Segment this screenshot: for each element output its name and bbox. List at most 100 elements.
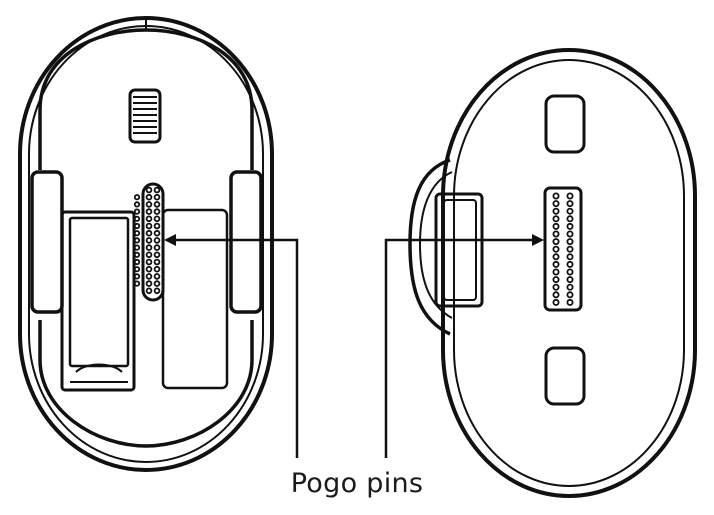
pogo-pin: [566, 283, 574, 291]
right-device: [408, 48, 697, 498]
callout-arrow-right: [532, 234, 544, 246]
pogo-pin: [153, 265, 161, 273]
pogo-pin: [566, 276, 574, 284]
pogo-pin: [552, 283, 560, 291]
pogo-pin: [133, 251, 141, 258]
pogo-pin: [153, 287, 161, 295]
callout-line-right: [384, 238, 540, 458]
pogo-pin: [145, 258, 153, 266]
pogo-pin: [153, 273, 161, 280]
pogo-pin: [145, 273, 153, 280]
dock-connector: [434, 192, 484, 308]
scroll-wheel-ridges: [133, 96, 157, 134]
pogo-pin: [153, 215, 161, 223]
pogo-pin: [153, 280, 161, 287]
pogo-pin: [145, 222, 153, 230]
pogo-pin: [145, 251, 153, 259]
pogo-pin: [153, 237, 161, 244]
pogo-pin: [145, 229, 153, 237]
pogo-pin: [566, 268, 574, 276]
pogo-pin: [566, 222, 574, 230]
callout-lines: [164, 234, 544, 458]
pogo-pin: [566, 260, 574, 268]
pogo-pin: [133, 201, 141, 208]
pogo-pin: [133, 258, 141, 266]
dock-foot-top: [544, 94, 586, 154]
right-pogo-pins: [552, 192, 574, 306]
left-pogo-pin-strip: [141, 182, 165, 302]
pogo-pin: [153, 244, 161, 251]
callout-arrow-left: [164, 234, 176, 246]
pogo-pin: [566, 230, 574, 238]
pogo-pin: [133, 230, 141, 237]
pogo-pin: [566, 291, 574, 299]
pogo-pin: [133, 222, 141, 230]
pogo-pin: [552, 207, 560, 215]
pogo-pin: [566, 200, 574, 208]
left-side-grip-right: [229, 170, 263, 314]
battery-inner: [68, 216, 130, 368]
pogo-pin: [145, 193, 153, 201]
pogo-pin: [145, 280, 153, 287]
dock-foot-bottom: [544, 346, 586, 406]
left-device: [18, 16, 274, 472]
pogo-pin: [552, 276, 560, 284]
left-side-grip-left: [30, 170, 64, 314]
right-pogo-pin-strip: [543, 186, 583, 312]
left-flat-panel: [161, 208, 229, 390]
pogo-pin: [145, 186, 153, 194]
callout-line-left: [168, 238, 299, 458]
pogo-pin: [566, 253, 574, 261]
pogo-pin: [153, 229, 161, 237]
pogo-pin: [153, 258, 161, 266]
pogo-pin: [552, 222, 560, 230]
left-pogo-pins: [133, 186, 161, 295]
pogo-pin: [133, 194, 141, 201]
battery-latch: [70, 363, 128, 383]
pogo-pin: [133, 244, 141, 251]
pogo-pin: [153, 186, 161, 194]
pogo-pin: [133, 266, 141, 273]
pogo-pin: [153, 222, 161, 230]
pogo-pin: [566, 215, 574, 223]
pogo-pin: [566, 238, 574, 246]
pogo-pin: [552, 215, 560, 223]
pogo-pin: [153, 251, 161, 259]
pogo-pin: [552, 253, 560, 261]
pogo-pin: [145, 208, 153, 215]
pogo-pin: [552, 230, 560, 238]
left-outer-shell: [18, 16, 274, 472]
pogo-pin: [153, 201, 161, 208]
scroll-wheel: [128, 88, 162, 144]
pogo-pin: [145, 244, 153, 251]
pogo-pin: [552, 238, 560, 246]
pogo-pins-label: Pogo pins: [290, 468, 424, 499]
pogo-pin: [145, 287, 153, 295]
pogo-pin: [153, 208, 161, 215]
right-shell-rim: [453, 59, 685, 487]
pogo-pin: [552, 200, 560, 208]
pogo-pin: [552, 260, 560, 268]
pogo-pin: [552, 291, 560, 299]
pogo-pin: [145, 215, 153, 223]
battery-compartment: [60, 210, 136, 392]
pogo-pin: [145, 201, 153, 208]
pogo-pin: [145, 237, 153, 244]
pogo-pin: [566, 298, 574, 306]
pogo-pin: [133, 208, 141, 215]
pogo-pin: [133, 273, 141, 280]
pogo-pin: [552, 268, 560, 276]
left-inner-cradle: [38, 28, 254, 448]
right-outer-shell: [441, 48, 697, 498]
pogo-pin: [133, 280, 141, 287]
dock-side-bump: [408, 158, 451, 336]
pogo-pin: [133, 237, 141, 244]
pogo-pin: [552, 192, 560, 200]
pogo-pin: [153, 193, 161, 201]
dock-connector-inner: [443, 199, 477, 301]
pogo-pin: [566, 192, 574, 200]
pogo-pin: [566, 207, 574, 215]
pogo-pin: [566, 245, 574, 253]
pogo-pin: [133, 215, 141, 222]
